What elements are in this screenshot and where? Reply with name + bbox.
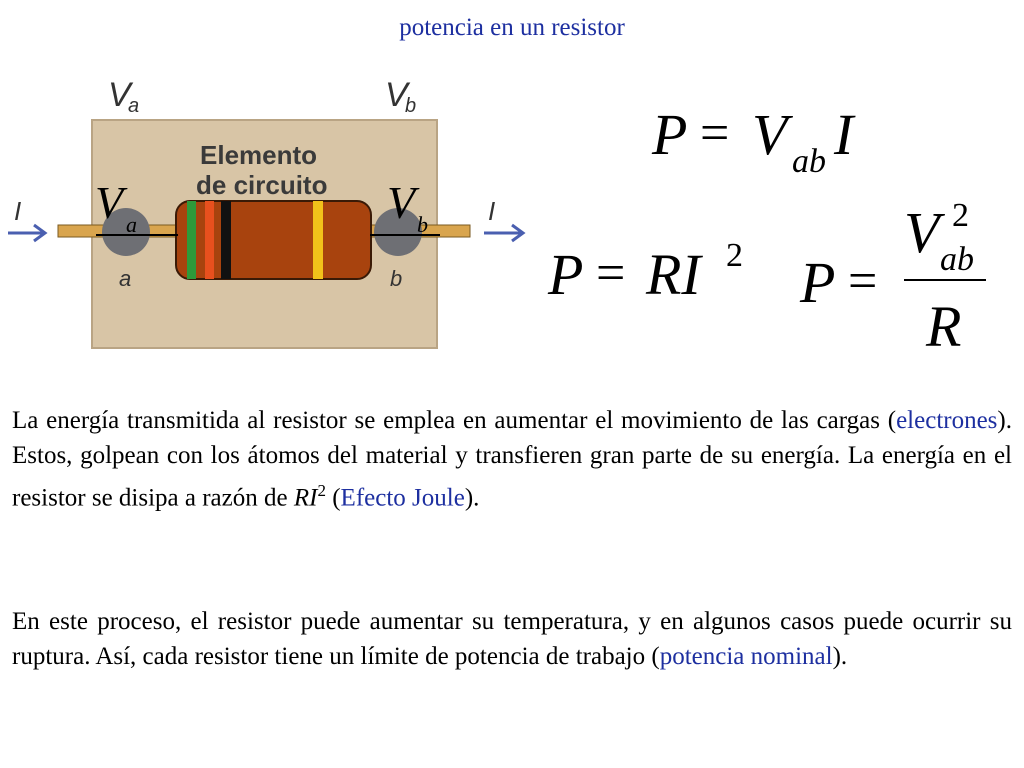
f2-p: P [547, 242, 583, 307]
f3-num-sub: ab [940, 241, 974, 278]
va-top-label: V [108, 76, 134, 114]
resistor-band-green [187, 201, 196, 279]
node-b-circle [374, 208, 422, 256]
formula-p-vab-i: P = V ab I [651, 102, 856, 180]
slide-title: potencia en un resistor [399, 14, 625, 41]
overlay-va-label: V [95, 177, 128, 228]
p2-text-1: En este proceso, el resistor puede aumen… [12, 608, 1012, 670]
p1-text-4: ). [464, 484, 480, 512]
resistor-band-orange [205, 201, 214, 279]
resistor-band-black [221, 201, 231, 279]
f3-num-v: V [904, 200, 946, 265]
f3-eq: = [848, 253, 877, 310]
f2-eq: = [596, 245, 625, 302]
f2-exp: 2 [726, 237, 743, 274]
node-a-label: a [119, 266, 131, 291]
box-text-line2: de circuito [196, 170, 327, 200]
ri-exponent: 2 [317, 481, 326, 500]
power-formulas: P = V ab I P = RI 2 P = V 2 ab R [540, 80, 1020, 380]
node-b-label: b [390, 266, 402, 291]
va-top-sub: a [128, 95, 139, 117]
efecto-joule-link[interactable]: Efecto Joule [340, 484, 465, 512]
right-current-arrow [484, 223, 526, 243]
electrones-link[interactable]: electrones [896, 407, 998, 434]
f1-eq: = [700, 105, 729, 162]
paragraph-energy-transmission: La energía transmitida al resistor se em… [12, 403, 1012, 515]
f3-p: P [799, 250, 835, 315]
box-text-line1: Elemento [200, 140, 317, 170]
overlay-va-sub: a [126, 212, 137, 237]
f1-p: P [651, 102, 687, 167]
ri-symbol: RI [293, 484, 318, 512]
formula-p-vab2-over-r: P = V 2 ab R [799, 197, 986, 359]
formula-canvas: P = V ab I P = RI 2 P = V 2 ab R [547, 102, 986, 359]
left-current-arrow [8, 223, 48, 243]
p1-text-2: ). Estos, golpean con los átomos del mat… [12, 407, 1012, 512]
f3-num-exp: 2 [952, 197, 969, 234]
paragraph-nominal-power: En este proceso, el resistor puede aumen… [12, 604, 1012, 674]
f1-i: I [833, 102, 856, 167]
vb-top-sub: b [405, 95, 416, 117]
p1-text-3: ( [325, 484, 341, 512]
current-right-label: I [488, 196, 495, 226]
formula-p-ri2: P = RI 2 [547, 237, 743, 307]
f3-den-r: R [925, 294, 961, 359]
vb-top-label: V [385, 76, 411, 114]
resistor-diagram: V a V b Elemento de circuito I I a [8, 76, 526, 349]
overlay-vb-label: V [387, 177, 420, 228]
current-left-label: I [14, 196, 21, 226]
resistor-band-gold [313, 201, 323, 279]
f1-v: V [752, 102, 794, 167]
overlay-vb-sub: b [417, 212, 428, 237]
p1-text-1: La energía transmitida al resistor se em… [12, 407, 897, 434]
f2-ri: RI [645, 242, 703, 307]
f1-sub: ab [792, 143, 826, 180]
p2-text-2: ). [832, 643, 848, 670]
resistor-illustration: V a V b Elemento de circuito I I a [0, 68, 540, 368]
potencia-nominal-link[interactable]: potencia nominal [659, 643, 833, 670]
node-a-circle [102, 208, 150, 256]
